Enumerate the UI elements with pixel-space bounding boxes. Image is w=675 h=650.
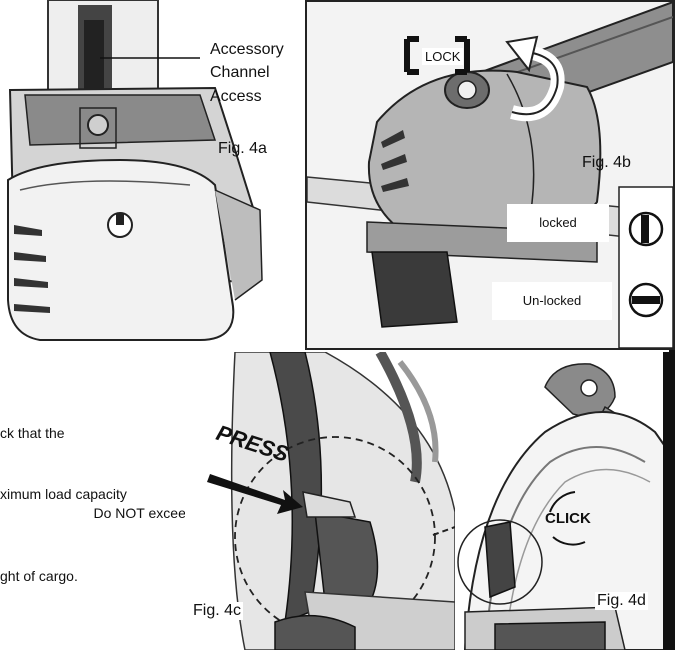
fig-4c-illustration xyxy=(185,352,455,650)
fig-4d-panel: CLICK Fig. 4d xyxy=(455,352,669,650)
fig-4a-callout-line2: Channel xyxy=(210,64,270,81)
fig-4b-illustration xyxy=(307,2,673,348)
fig-4a-illustration xyxy=(7,0,263,341)
fig-4a-panel: Accessory Channel Access Fig. 4a xyxy=(0,0,305,345)
right-edge-bar xyxy=(669,350,675,650)
fig-4b-caption: Fig. 4b xyxy=(582,154,631,171)
fig-4a-callout-line1: Accessory xyxy=(210,41,284,58)
body-text-line1: ck that the xyxy=(0,425,65,441)
click-label: CLICK xyxy=(545,510,591,527)
body-text-line4: ght of cargo. xyxy=(0,568,78,584)
fig-4b-panel: LOCK Fig. 4b locked Un-locked xyxy=(305,0,675,350)
fig-4c-caption: Fig. 4c xyxy=(191,602,244,620)
fig-4a-caption: Fig. 4a xyxy=(218,140,267,157)
legend-locked-label: locked xyxy=(507,204,609,242)
fig-4c-panel: PRESS Fig. 4c xyxy=(185,352,455,650)
body-text-line2: ximum load capacity xyxy=(0,486,127,502)
lock-label: LOCK xyxy=(422,48,464,65)
fig-4a-callout-line3: Access xyxy=(210,88,262,105)
unlocked-state-icon xyxy=(628,282,664,318)
legend-unlocked-label: Un-locked xyxy=(492,282,612,320)
fig-4d-caption: Fig. 4d xyxy=(595,592,648,610)
locked-state-icon xyxy=(628,211,664,247)
